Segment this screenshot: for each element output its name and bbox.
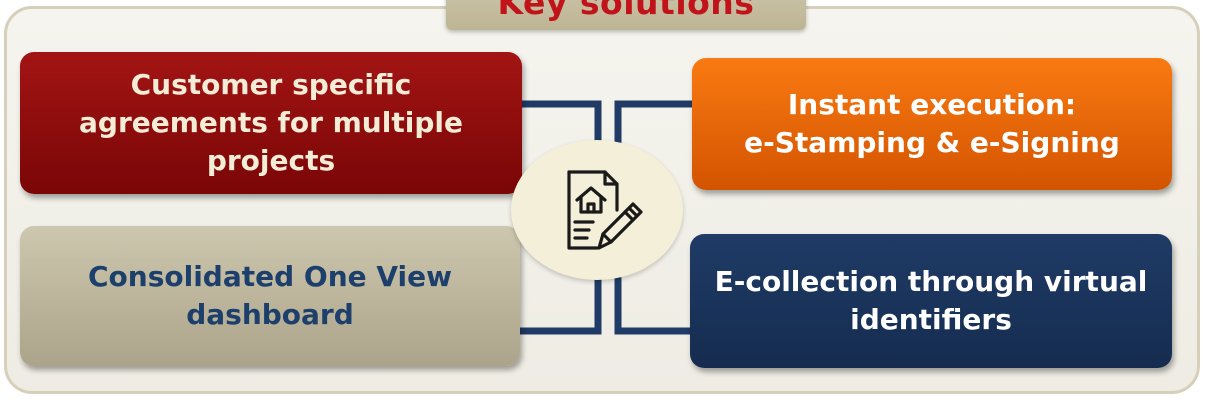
diagram-title: Key solutions [497, 0, 755, 22]
solution-box-customer-agreements: Customer specific agreements for multipl… [20, 52, 522, 194]
solution-label-e-collection: E-collection through virtual identifiers [714, 265, 1148, 336]
solution-label-instant-execution: Instant execution: e-Stamping & e-Signin… [744, 86, 1120, 162]
title-tab: Key solutions [446, 0, 806, 30]
solution-label-customer-agreements: Customer specific agreements for multipl… [79, 68, 463, 177]
solution-label-line-2: e-Stamping & e-Signing [744, 126, 1120, 159]
solution-box-instant-execution: Instant execution: e-Stamping & e-Signin… [692, 58, 1172, 190]
solution-label-one-view-dashboard: Consolidated One View dashboard [87, 260, 453, 331]
solution-box-e-collection: E-collection through virtual identifiers [690, 234, 1172, 368]
solution-box-one-view-dashboard: Consolidated One View dashboard [20, 226, 520, 366]
center-icon-circle [511, 140, 683, 280]
solution-label-line-1: Instant execution: [787, 88, 1077, 121]
house-document-signing-pen-icon [567, 170, 643, 250]
